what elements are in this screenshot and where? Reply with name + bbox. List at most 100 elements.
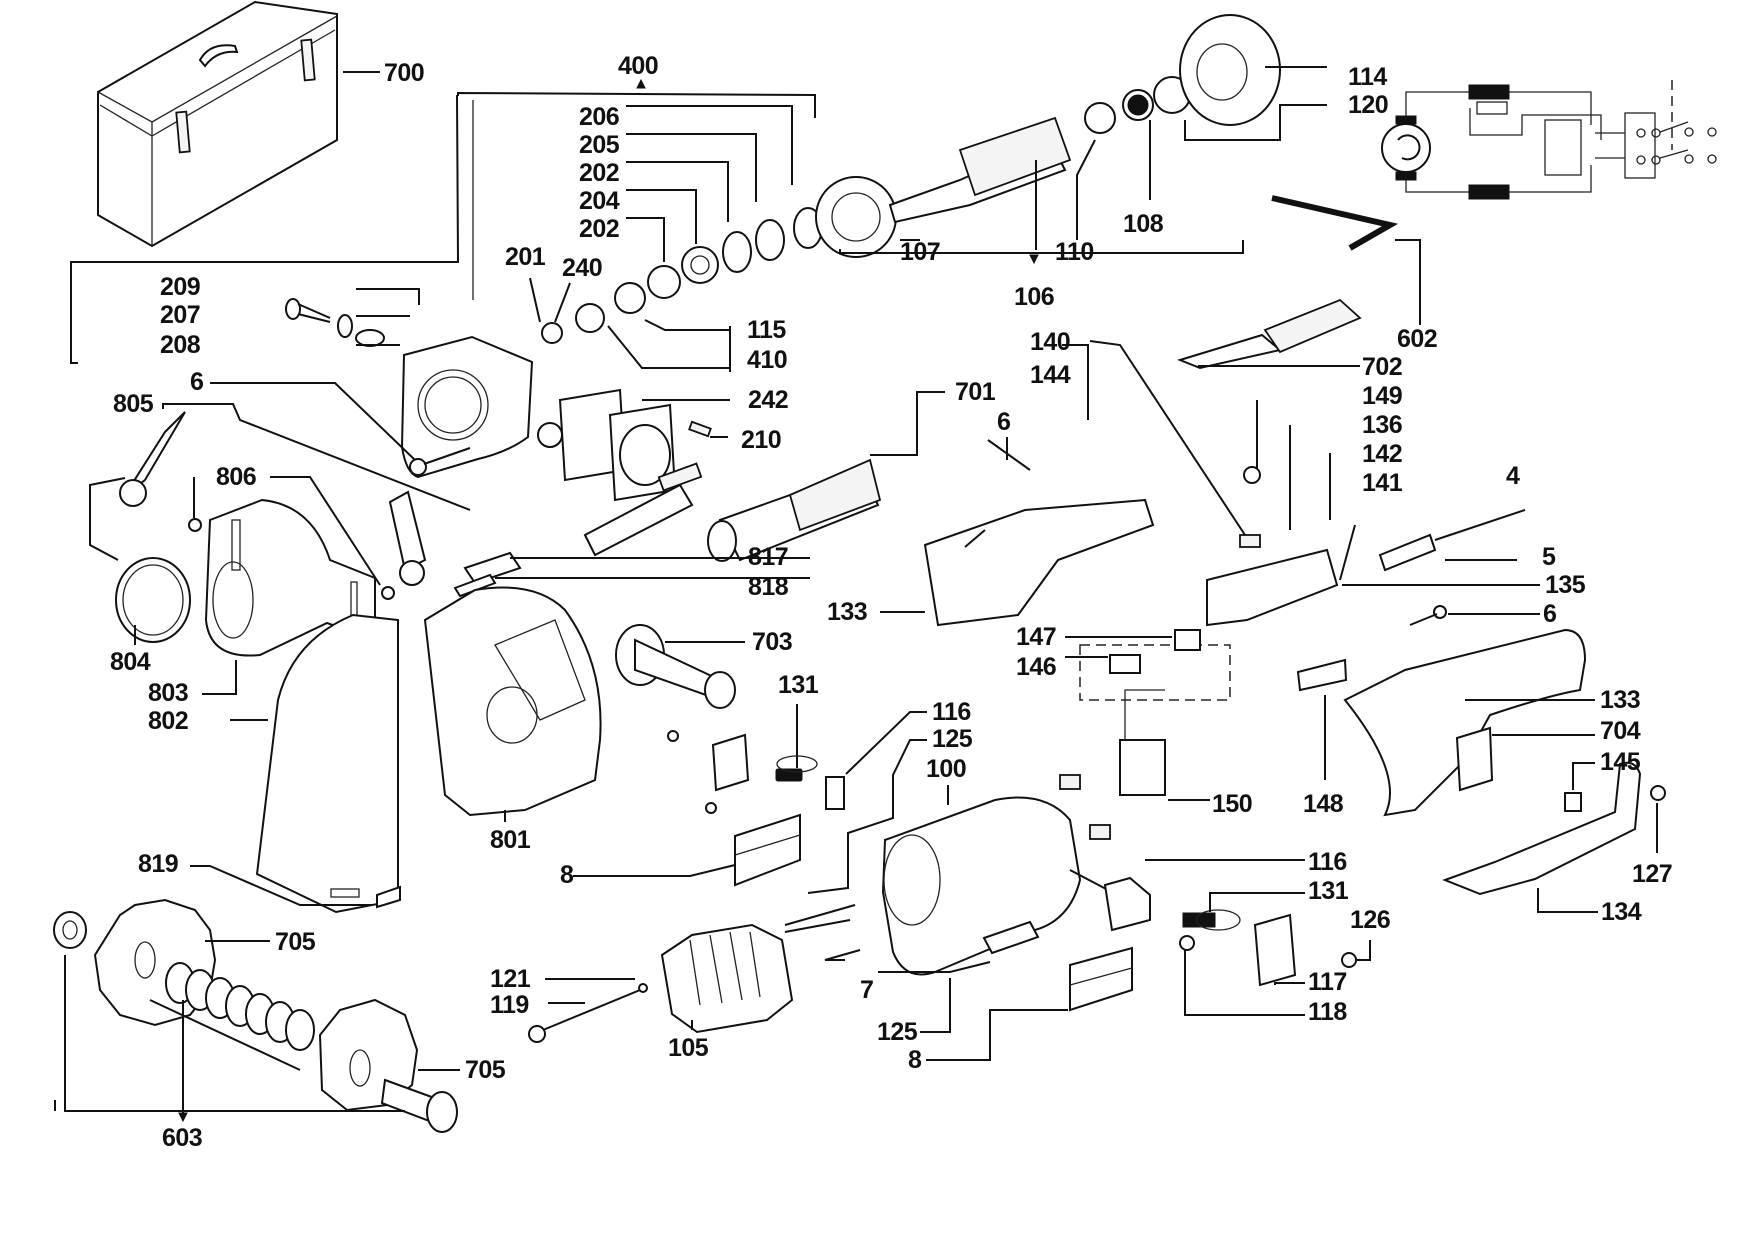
armature-part (815, 14, 1281, 258)
brush-holder-lower-part (1103, 859, 1371, 1016)
part-label-819: 819 (138, 850, 179, 878)
carrying-case-part (97, 0, 380, 248)
part-label-804: 804 (110, 648, 151, 676)
part-label-400: 400 (618, 52, 659, 80)
assembly-bracket-400 (70, 78, 816, 364)
part-label-116-lower: 116 (1308, 848, 1347, 876)
part-label-210: 210 (741, 426, 782, 454)
leader-lines-blades (54, 865, 405, 1123)
motor-housing-100-part (881, 785, 1109, 976)
part-label-125-lower: 125 (877, 1018, 918, 1046)
part-label-147: 147 (1016, 623, 1057, 651)
part-label-133-upper: 133 (827, 598, 868, 626)
part-label-806: 806 (216, 463, 257, 491)
part-label-6-upper: 6 (190, 368, 204, 396)
part-label-140: 140 (1030, 328, 1071, 356)
part-label-202-lower: 202 (579, 215, 620, 243)
part-label-144: 144 (1030, 361, 1071, 389)
chisel-part (1176, 298, 1362, 370)
part-label-118: 118 (1308, 998, 1347, 1026)
part-label-114: 114 (1348, 63, 1387, 91)
part-label-4: 4 (1506, 462, 1520, 490)
tube-part (453, 483, 810, 598)
guard-cover-802-part (230, 613, 399, 914)
part-label-6-handle: 6 (997, 408, 1011, 436)
bearing-stack-part (537, 207, 823, 448)
flange-part (53, 911, 87, 949)
part-label-125-upper: 125 (932, 725, 973, 753)
part-label-126: 126 (1350, 906, 1391, 934)
part-label-702: 702 (1362, 353, 1403, 381)
part-label-201: 201 (505, 243, 546, 271)
part-label-100: 100 (926, 755, 967, 783)
side-plate-803-part (202, 498, 376, 695)
part-label-127: 127 (1632, 860, 1673, 888)
part-label-705-upper: 705 (275, 928, 316, 956)
part-label-242: 242 (748, 386, 789, 414)
part-label-205: 205 (579, 131, 620, 159)
part-label-5: 5 (1542, 543, 1556, 571)
hex-key-part (1271, 195, 1421, 325)
screw-207-part (285, 298, 385, 347)
part-label-131-lower: 131 (1308, 877, 1349, 905)
rear-support-134-part (1442, 761, 1666, 913)
part-label-8-lower: 8 (908, 1046, 922, 1074)
part-label-6-right: 6 (1543, 600, 1557, 628)
brush-holder-upper-part (667, 704, 927, 894)
part-label-107: 107 (900, 238, 941, 266)
part-label-818: 818 (748, 573, 789, 601)
part-label-121: 121 (490, 965, 531, 993)
part-label-141: 141 (1362, 469, 1403, 497)
blade-spacers-part (149, 962, 315, 1071)
lever-805-part (89, 403, 471, 586)
part-label-119: 119 (490, 991, 529, 1019)
extraction-hose-part (707, 391, 945, 562)
handle-133-upper-part (880, 340, 1246, 627)
part-label-805: 805 (113, 390, 154, 418)
screw-119-part (528, 978, 648, 1043)
part-label-145: 145 (1600, 748, 1641, 776)
part-label-410: 410 (747, 346, 788, 374)
part-label-701: 701 (955, 378, 996, 406)
part-label-148: 148 (1303, 790, 1344, 818)
part-label-207: 207 (160, 301, 201, 329)
field-105-part (660, 904, 856, 1034)
part-label-135: 135 (1545, 571, 1586, 599)
part-label-802: 802 (148, 707, 189, 735)
part-label-106: 106 (1014, 283, 1055, 311)
part-label-117: 117 (1308, 968, 1347, 996)
part-label-134: 134 (1601, 898, 1642, 926)
part-label-703: 703 (752, 628, 793, 656)
part-label-120: 120 (1348, 91, 1389, 119)
switch-135-part (1206, 400, 1540, 627)
handle-133-lower-part (1296, 605, 1595, 817)
part-label-700: 700 (384, 59, 425, 87)
part-label-603: 603 (162, 1124, 203, 1152)
part-label-8-upper: 8 (560, 861, 574, 889)
switch-150-part (1059, 629, 1231, 840)
part-label-704: 704 (1600, 717, 1641, 745)
part-label-705-lower: 705 (465, 1056, 506, 1084)
screw-6-part (409, 447, 471, 476)
part-label-116-upper: 116 (932, 698, 971, 726)
guard-801-part (423, 586, 602, 822)
part-label-209: 209 (160, 273, 201, 301)
part-label-110: 110 (1055, 238, 1094, 266)
side-handle-703-part (615, 624, 745, 709)
part-label-133-lower: 133 (1600, 686, 1641, 714)
part-label-817: 817 (748, 543, 789, 571)
part-label-142: 142 (1362, 440, 1403, 468)
part-label-146: 146 (1016, 653, 1057, 681)
leader-lines-gear (210, 105, 793, 461)
part-label-149: 149 (1362, 382, 1403, 410)
part-label-602: 602 (1397, 325, 1438, 353)
spindle-housing-part (558, 388, 712, 502)
part-label-801: 801 (490, 826, 531, 854)
washer-806-part (188, 476, 395, 600)
part-label-803: 803 (148, 679, 189, 707)
leader-lines-armature (839, 66, 1327, 265)
part-label-131-upper: 131 (778, 671, 819, 699)
part-label-7: 7 (860, 976, 874, 1004)
